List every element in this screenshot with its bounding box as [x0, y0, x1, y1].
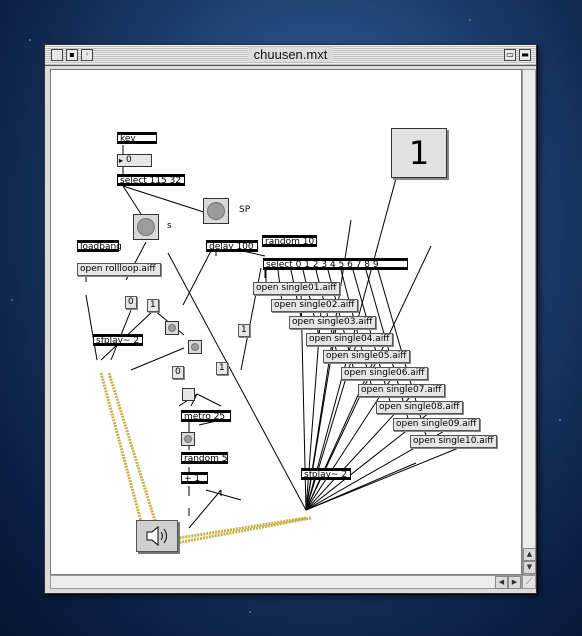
number-box[interactable]: 0	[117, 154, 152, 167]
message-1-b[interactable]: 1	[238, 324, 250, 337]
vertical-scrollbar[interactable]: ▲ ▼	[522, 69, 536, 575]
open-rollloop-message[interactable]: open rollloop.aiff	[77, 263, 161, 276]
dac-speaker-button[interactable]	[136, 520, 178, 552]
horizontal-scrollbar[interactable]: ◀ ▶	[50, 575, 522, 589]
resize-grip-icon[interactable]: ⟋	[522, 575, 536, 589]
label-sp: SP	[239, 205, 251, 215]
open-single01-message[interactable]: open single01.aiff	[253, 282, 340, 295]
window-title: chuusen.mxt	[247, 47, 334, 62]
bang-small-b[interactable]	[188, 340, 202, 354]
zoom-box-icon[interactable]: ◦	[81, 49, 93, 61]
message-0-a[interactable]: 0	[125, 296, 137, 309]
plus-1-object[interactable]: + 1	[181, 472, 208, 484]
select-0-9-object[interactable]: select 0 1 2 3 4 5 6 7 8 9	[263, 258, 408, 270]
scroll-down-arrow-icon[interactable]: ▼	[523, 561, 536, 574]
bang-small-c[interactable]	[181, 432, 195, 446]
open-single06-message[interactable]: open single06.aiff	[341, 367, 428, 380]
message-1-a[interactable]: 1	[147, 299, 159, 312]
close-box-icon[interactable]	[51, 49, 63, 61]
random-10-object[interactable]: random 10	[262, 235, 317, 247]
scroll-left-arrow-icon[interactable]: ◀	[495, 576, 508, 589]
patch-canvas[interactable]: key 0 select 115 32 s SP delay 100 rando…	[50, 69, 522, 575]
key-object[interactable]: key	[117, 132, 157, 144]
metro-object[interactable]: metro 25	[181, 410, 231, 422]
delay-object[interactable]: delay 100	[206, 240, 258, 252]
sfplay-rollloop-object[interactable]: sfplay~ 2	[93, 334, 143, 346]
open-single09-message[interactable]: open single09.aiff	[393, 418, 480, 431]
window-shade-icon[interactable]: ▭	[504, 49, 516, 61]
window-collapse-icon[interactable]: ▬	[519, 49, 531, 61]
open-single04-message[interactable]: open single04.aiff	[306, 333, 393, 346]
label-s: s	[167, 221, 172, 231]
open-single05-message[interactable]: open single05.aiff	[323, 350, 410, 363]
bang-small-a[interactable]	[165, 321, 179, 335]
title-bar[interactable]: ▪ ◦ chuusen.mxt ▭ ▬	[45, 45, 536, 66]
open-single10-message[interactable]: open single10.aiff	[410, 435, 497, 448]
patch-cords	[85, 145, 462, 546]
message-1-c[interactable]: 1	[216, 362, 228, 375]
open-single02-message[interactable]: open single02.aiff	[271, 299, 358, 312]
select-115-32-object[interactable]: select 115 32	[117, 174, 185, 186]
sfplay-single-object[interactable]: sfplay~ 2	[301, 468, 351, 480]
bang-sp-button[interactable]	[203, 198, 229, 224]
scroll-up-arrow-icon[interactable]: ▲	[523, 548, 536, 561]
patcher-window: ▪ ◦ chuusen.mxt ▭ ▬	[44, 44, 537, 594]
random-5-object[interactable]: random 5	[181, 452, 228, 464]
big-number-display[interactable]: 1	[391, 128, 447, 178]
speaker-icon	[146, 525, 167, 547]
open-single07-message[interactable]: open single07.aiff	[358, 384, 445, 397]
message-0-b[interactable]: 0	[172, 366, 184, 379]
loadbang-object[interactable]: loadbang	[77, 240, 122, 252]
metro-toggle[interactable]	[182, 388, 195, 401]
open-single03-message[interactable]: open single03.aiff	[289, 316, 376, 329]
bang-s-button[interactable]	[133, 214, 159, 240]
scroll-right-arrow-icon[interactable]: ▶	[508, 576, 521, 589]
open-single08-message[interactable]: open single08.aiff	[376, 401, 463, 414]
collapse-box-icon[interactable]: ▪	[66, 49, 78, 61]
